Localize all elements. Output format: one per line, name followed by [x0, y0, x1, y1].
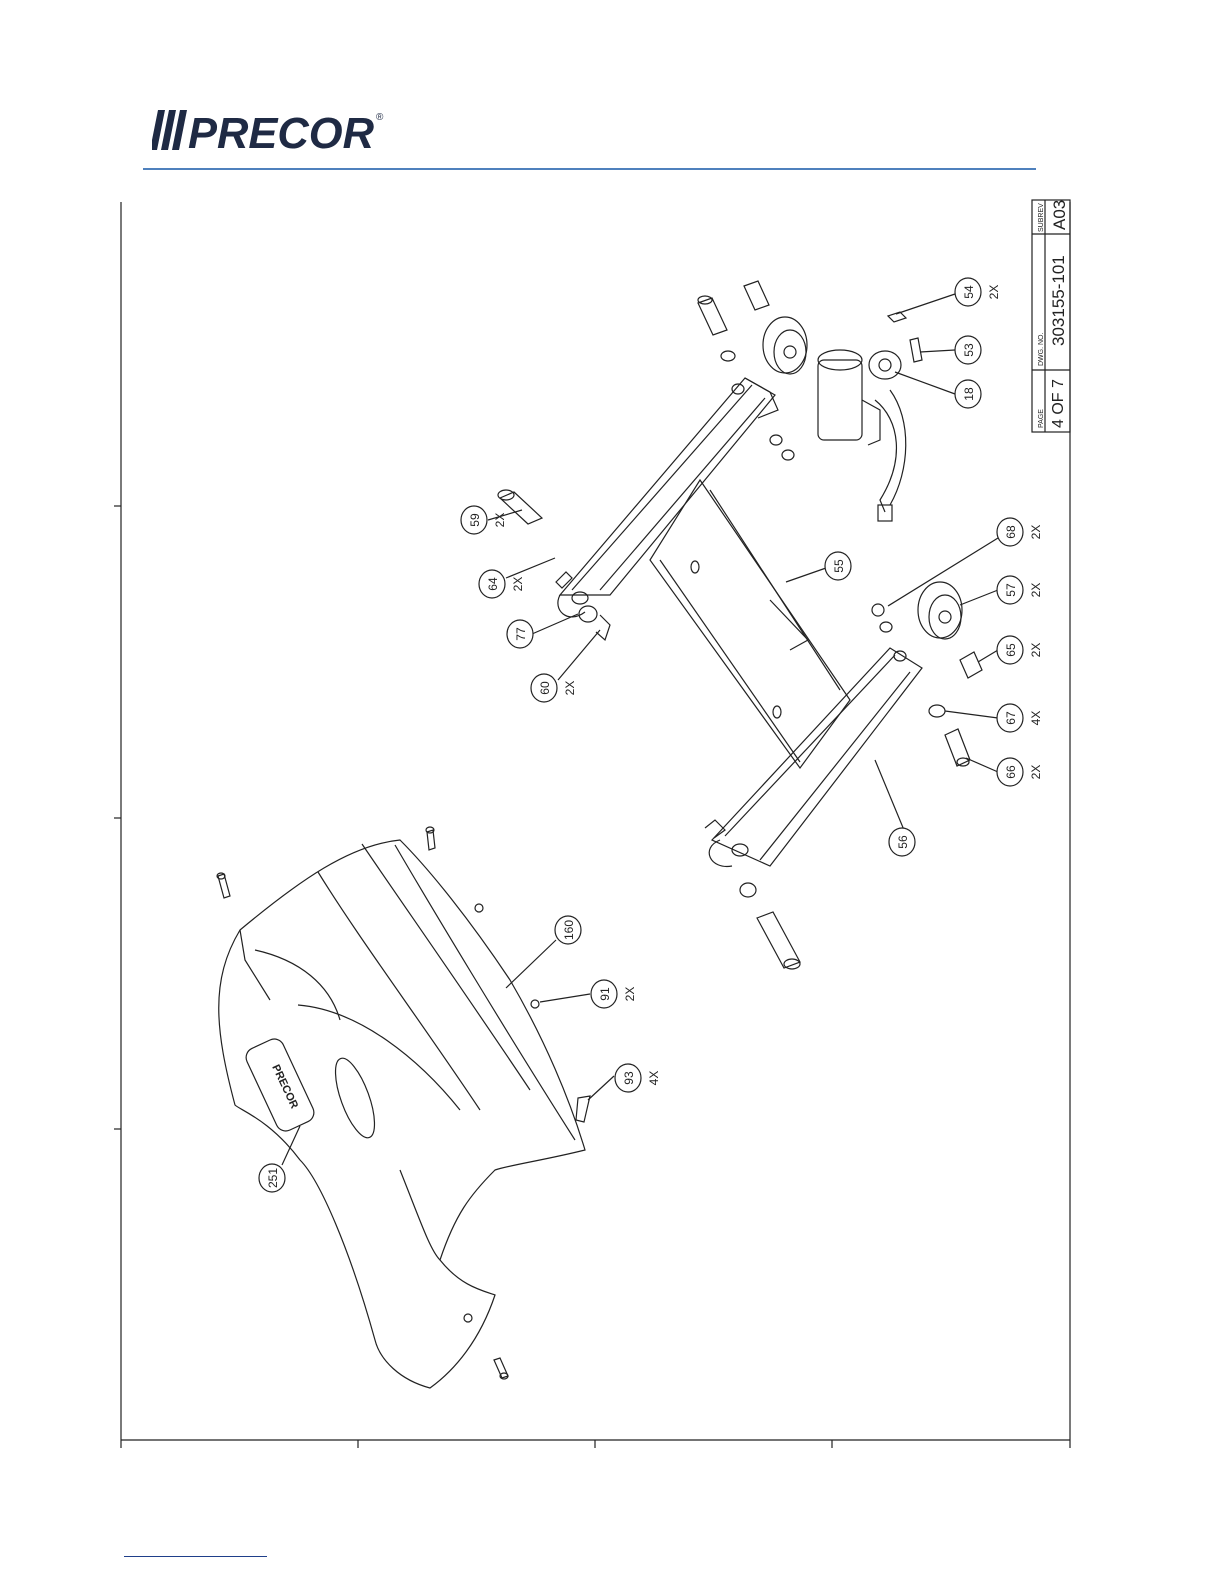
- callout-qty-57: 2X: [1029, 583, 1043, 598]
- callout-qty-93: 4X: [647, 1071, 661, 1086]
- page-label: PAGE: [1038, 409, 1045, 428]
- callout-number-68: 68: [1004, 525, 1018, 539]
- callout-qty-54: 2X: [987, 285, 1001, 300]
- callout-number-64: 64: [486, 577, 500, 591]
- callout-number-18: 18: [962, 387, 976, 401]
- callout-qty-66: 2X: [1029, 765, 1043, 780]
- page-value: 4 OF 7: [1050, 379, 1067, 428]
- callout-number-93: 93: [622, 1071, 636, 1085]
- callout-number-57: 57: [1004, 583, 1018, 597]
- callout-qty-64: 2X: [511, 577, 525, 592]
- front-shroud-cover: [219, 840, 585, 1388]
- callout-number-56: 56: [896, 835, 910, 849]
- callout-number-59: 59: [468, 513, 482, 527]
- callout-number-54: 54: [962, 285, 976, 299]
- subrev-label: SUBREV: [1038, 203, 1045, 232]
- callout-qty-91: 2X: [623, 987, 637, 1002]
- callout-qty-59: 2X: [493, 513, 507, 528]
- callout-qty-67: 4X: [1029, 711, 1043, 726]
- dwg-value: 303155-101: [1049, 255, 1068, 346]
- wheel-upper: [763, 317, 807, 374]
- drawing-frame: [114, 202, 1070, 1448]
- callout-qty-68: 2X: [1029, 525, 1043, 540]
- subrev-value: A03: [1050, 200, 1069, 230]
- callout-number-160: 160: [562, 920, 576, 940]
- wheel-lower: [918, 582, 962, 639]
- callout-number-55: 55: [832, 559, 846, 573]
- callout-group: 54 2X 53 18 59 2X 64 2X 77 60 2X 55 68 2X 57 2X 65 2X 67 4X…: [259, 278, 1043, 1192]
- frame-rail-assembly: [558, 378, 922, 866]
- callout-number-67: 67: [1004, 711, 1018, 725]
- callout-number-60: 60: [538, 681, 552, 695]
- callout-number-66: 66: [1004, 765, 1018, 779]
- callout-number-251: 251: [266, 1168, 280, 1188]
- callout-number-91: 91: [598, 987, 612, 1001]
- callout-number-65: 65: [1004, 643, 1018, 657]
- dwg-label: DWG. NO.: [1038, 333, 1045, 366]
- footer-link-underline[interactable]: [124, 1556, 267, 1557]
- motor-assembly: [818, 350, 906, 521]
- callout-qty-65: 2X: [1029, 643, 1043, 658]
- callout-number-53: 53: [962, 343, 976, 357]
- callout-qty-60: 2X: [563, 681, 577, 696]
- callout-number-77: 77: [514, 627, 528, 641]
- leader-lines: [282, 294, 998, 1165]
